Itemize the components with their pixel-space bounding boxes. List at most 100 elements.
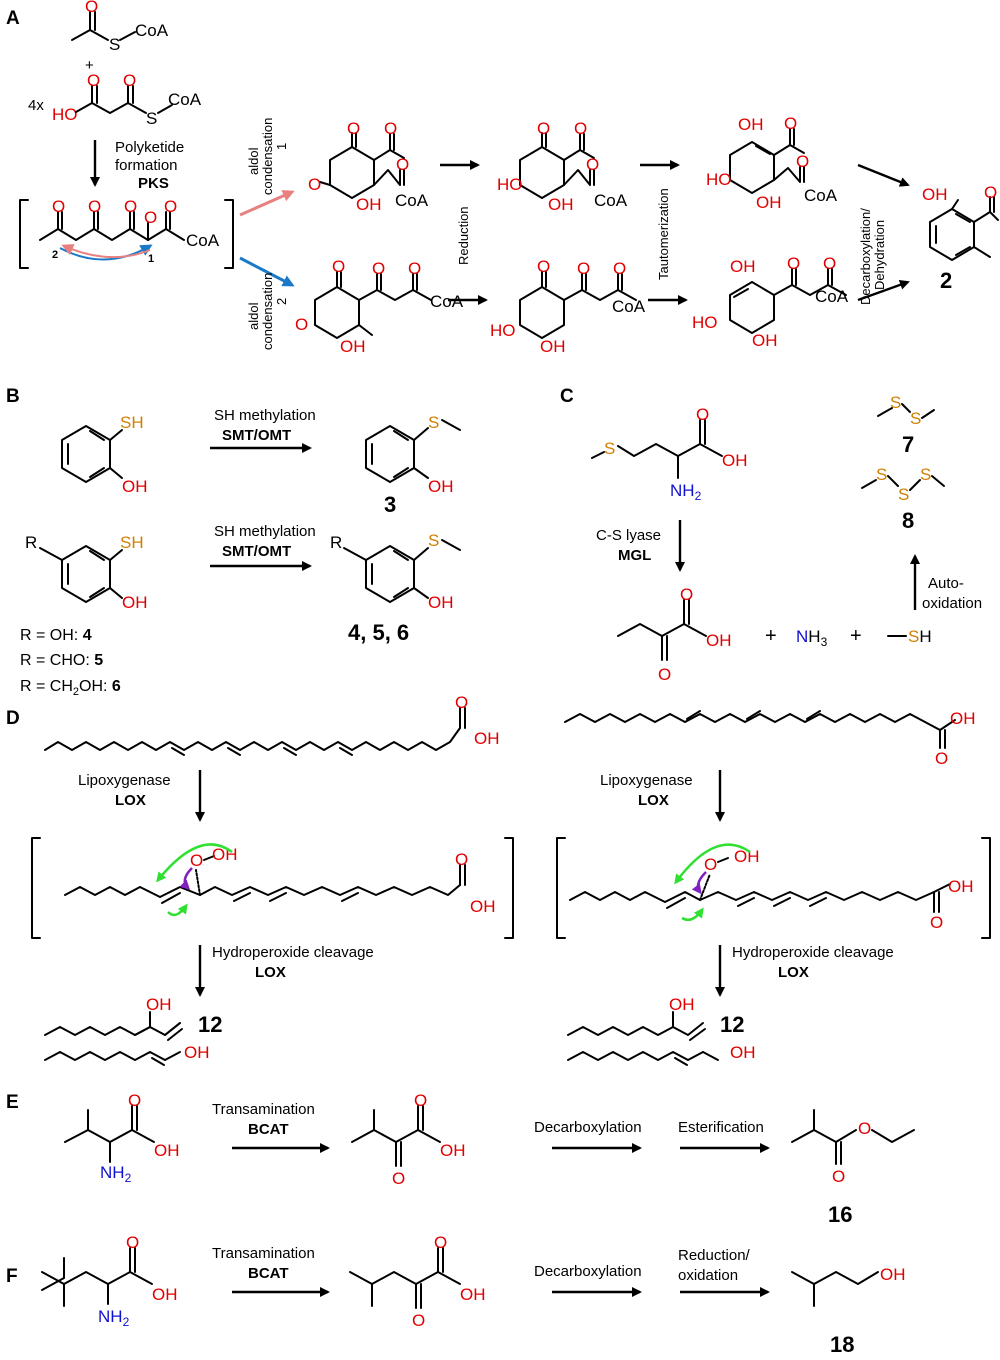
- atom-oh: OH: [340, 337, 366, 356]
- decarb-arrow-2: [857, 280, 910, 302]
- pks-step-label: Polyketide: [115, 139, 184, 156]
- atom-oh: OH: [146, 995, 172, 1014]
- atom-sh: SH: [120, 413, 144, 432]
- product-3: S OH 3: [365, 413, 461, 517]
- product-18: OH 18: [791, 1265, 906, 1357]
- products-12-left: OH 12 OH: [44, 995, 222, 1066]
- methionine: S O OH NH2: [591, 405, 748, 503]
- atom-oh: OH: [730, 1043, 756, 1062]
- atom-o: O: [144, 208, 157, 227]
- atom-o: O: [190, 851, 203, 870]
- atom-o: O: [930, 913, 943, 932]
- atom-oh: OH: [669, 995, 695, 1014]
- atom-oh: OH: [212, 845, 238, 864]
- atom-o: O: [295, 315, 308, 334]
- aldol2-arrow: [239, 256, 295, 287]
- tautomer-intermediate-1: OH HO O OH O CoA: [706, 114, 838, 212]
- linolenic-acid-left: O OH: [44, 693, 500, 756]
- atom-o: O: [88, 197, 101, 216]
- atom-o: O: [455, 693, 468, 712]
- pks-enzyme: PKS: [138, 175, 169, 192]
- aldol1-product: O O O OH O CoA: [308, 119, 429, 214]
- redox-label: Reduction/: [678, 1247, 751, 1264]
- atom-o: O: [680, 585, 693, 604]
- bcat-enzyme-e: BCAT: [248, 1121, 289, 1138]
- atom-o: O: [434, 1233, 447, 1252]
- product-12-number-left: 12: [198, 1012, 222, 1037]
- atom-oh: OH: [122, 477, 148, 496]
- atom-coa: CoA: [135, 21, 169, 40]
- linoleic-acid-right: OH O: [564, 709, 976, 768]
- cleavage-label-right: Hydroperoxide cleavage: [732, 944, 894, 961]
- atom-o: O: [396, 155, 409, 174]
- atom-s: S: [109, 35, 120, 54]
- decarboxylation-label-e: Decarboxylation: [534, 1119, 642, 1136]
- atom-o: O: [784, 114, 797, 133]
- lox-label-left: Lipoxygenase: [78, 772, 171, 789]
- atom-o: O: [372, 259, 385, 278]
- autooxidation-label-2: oxidation: [922, 595, 982, 612]
- dimethyl-disulfide: S S 7: [877, 393, 935, 457]
- atom-o: O: [823, 254, 836, 273]
- enzyme-label-2: SMT/OMT: [222, 543, 291, 560]
- atom-oh: OH: [152, 1285, 178, 1304]
- lyase-label: C-S lyase: [596, 527, 661, 544]
- atom-o: O: [414, 1091, 427, 1110]
- r-group-6: R = CH2OH: 6: [20, 678, 121, 698]
- atom-s: S: [428, 531, 439, 550]
- atom-o: O: [128, 1091, 141, 1110]
- tautomerization-label: Tautomerization: [656, 188, 671, 280]
- atom-o: O: [537, 257, 550, 276]
- atom-oh: OH: [738, 115, 764, 134]
- tautomer-intermediate-2: OH HO O O CoA OH: [692, 254, 849, 350]
- methanethiol: SH: [887, 627, 932, 646]
- atom-o: O: [537, 119, 550, 138]
- atom-sh: SH: [120, 533, 144, 552]
- atom-coa: CoA: [395, 191, 429, 210]
- atom-o: O: [586, 155, 599, 174]
- aldol1-label-3: 1: [274, 143, 289, 150]
- atom-oh: OH: [730, 257, 756, 276]
- lox-enzyme-left-2: LOX: [255, 964, 286, 981]
- dimethyl-trisulfide: S S S 8: [861, 465, 945, 533]
- decarb-label-2: Dehydration: [872, 220, 887, 290]
- atom-oh: OH: [428, 593, 454, 612]
- atom-o: O: [87, 71, 100, 90]
- polyketide-intermediate: O O O O O CoA 2 1: [19, 197, 234, 269]
- enzyme-label-1: SMT/OMT: [222, 427, 291, 444]
- atom-oh: OH: [922, 185, 948, 204]
- atom-r: R: [330, 533, 342, 552]
- atom-oh: OH: [734, 847, 760, 866]
- atom-o: O: [52, 197, 65, 216]
- thiophenol: SH OH: [61, 413, 148, 496]
- atom-oh: OH: [356, 195, 382, 214]
- ketoisovalerate: O OH O: [351, 1091, 466, 1188]
- reduced-intermediate-1: O HO O OH O CoA: [497, 119, 628, 214]
- aldol1-arrow: [239, 190, 295, 217]
- panel-label-c: C: [560, 386, 574, 407]
- panel-label-f: F: [6, 1266, 18, 1287]
- atom-o: O: [796, 152, 809, 171]
- product-7-number: 7: [902, 432, 914, 457]
- leucine: O OH NH2: [41, 1233, 178, 1329]
- atom-ho: HO: [497, 175, 523, 194]
- hydroperoxide-right: O OH OH O: [556, 837, 991, 939]
- atom-o: O: [787, 254, 800, 273]
- atom-oh: OH: [752, 331, 778, 350]
- atom-o: O: [308, 175, 321, 194]
- atom-s: S: [910, 409, 921, 428]
- panel-label-a: A: [6, 8, 20, 29]
- atom-s: S: [604, 439, 615, 458]
- atom-o: O: [412, 1311, 425, 1330]
- product-18-number: 18: [830, 1332, 854, 1357]
- atom-o: O: [832, 1167, 845, 1186]
- substituted-thiophenol: R SH OH: [25, 533, 148, 612]
- atom-o: O: [577, 259, 590, 278]
- atom-ho: HO: [706, 170, 732, 189]
- products-4-5-6-numbers: 4, 5, 6: [348, 620, 409, 645]
- autooxidation-label: Auto-: [928, 575, 964, 592]
- atom-oh: OH: [154, 1141, 180, 1160]
- product-16-number: 16: [828, 1202, 852, 1227]
- product-2-number: 2: [940, 268, 952, 293]
- atom-o: O: [658, 665, 671, 684]
